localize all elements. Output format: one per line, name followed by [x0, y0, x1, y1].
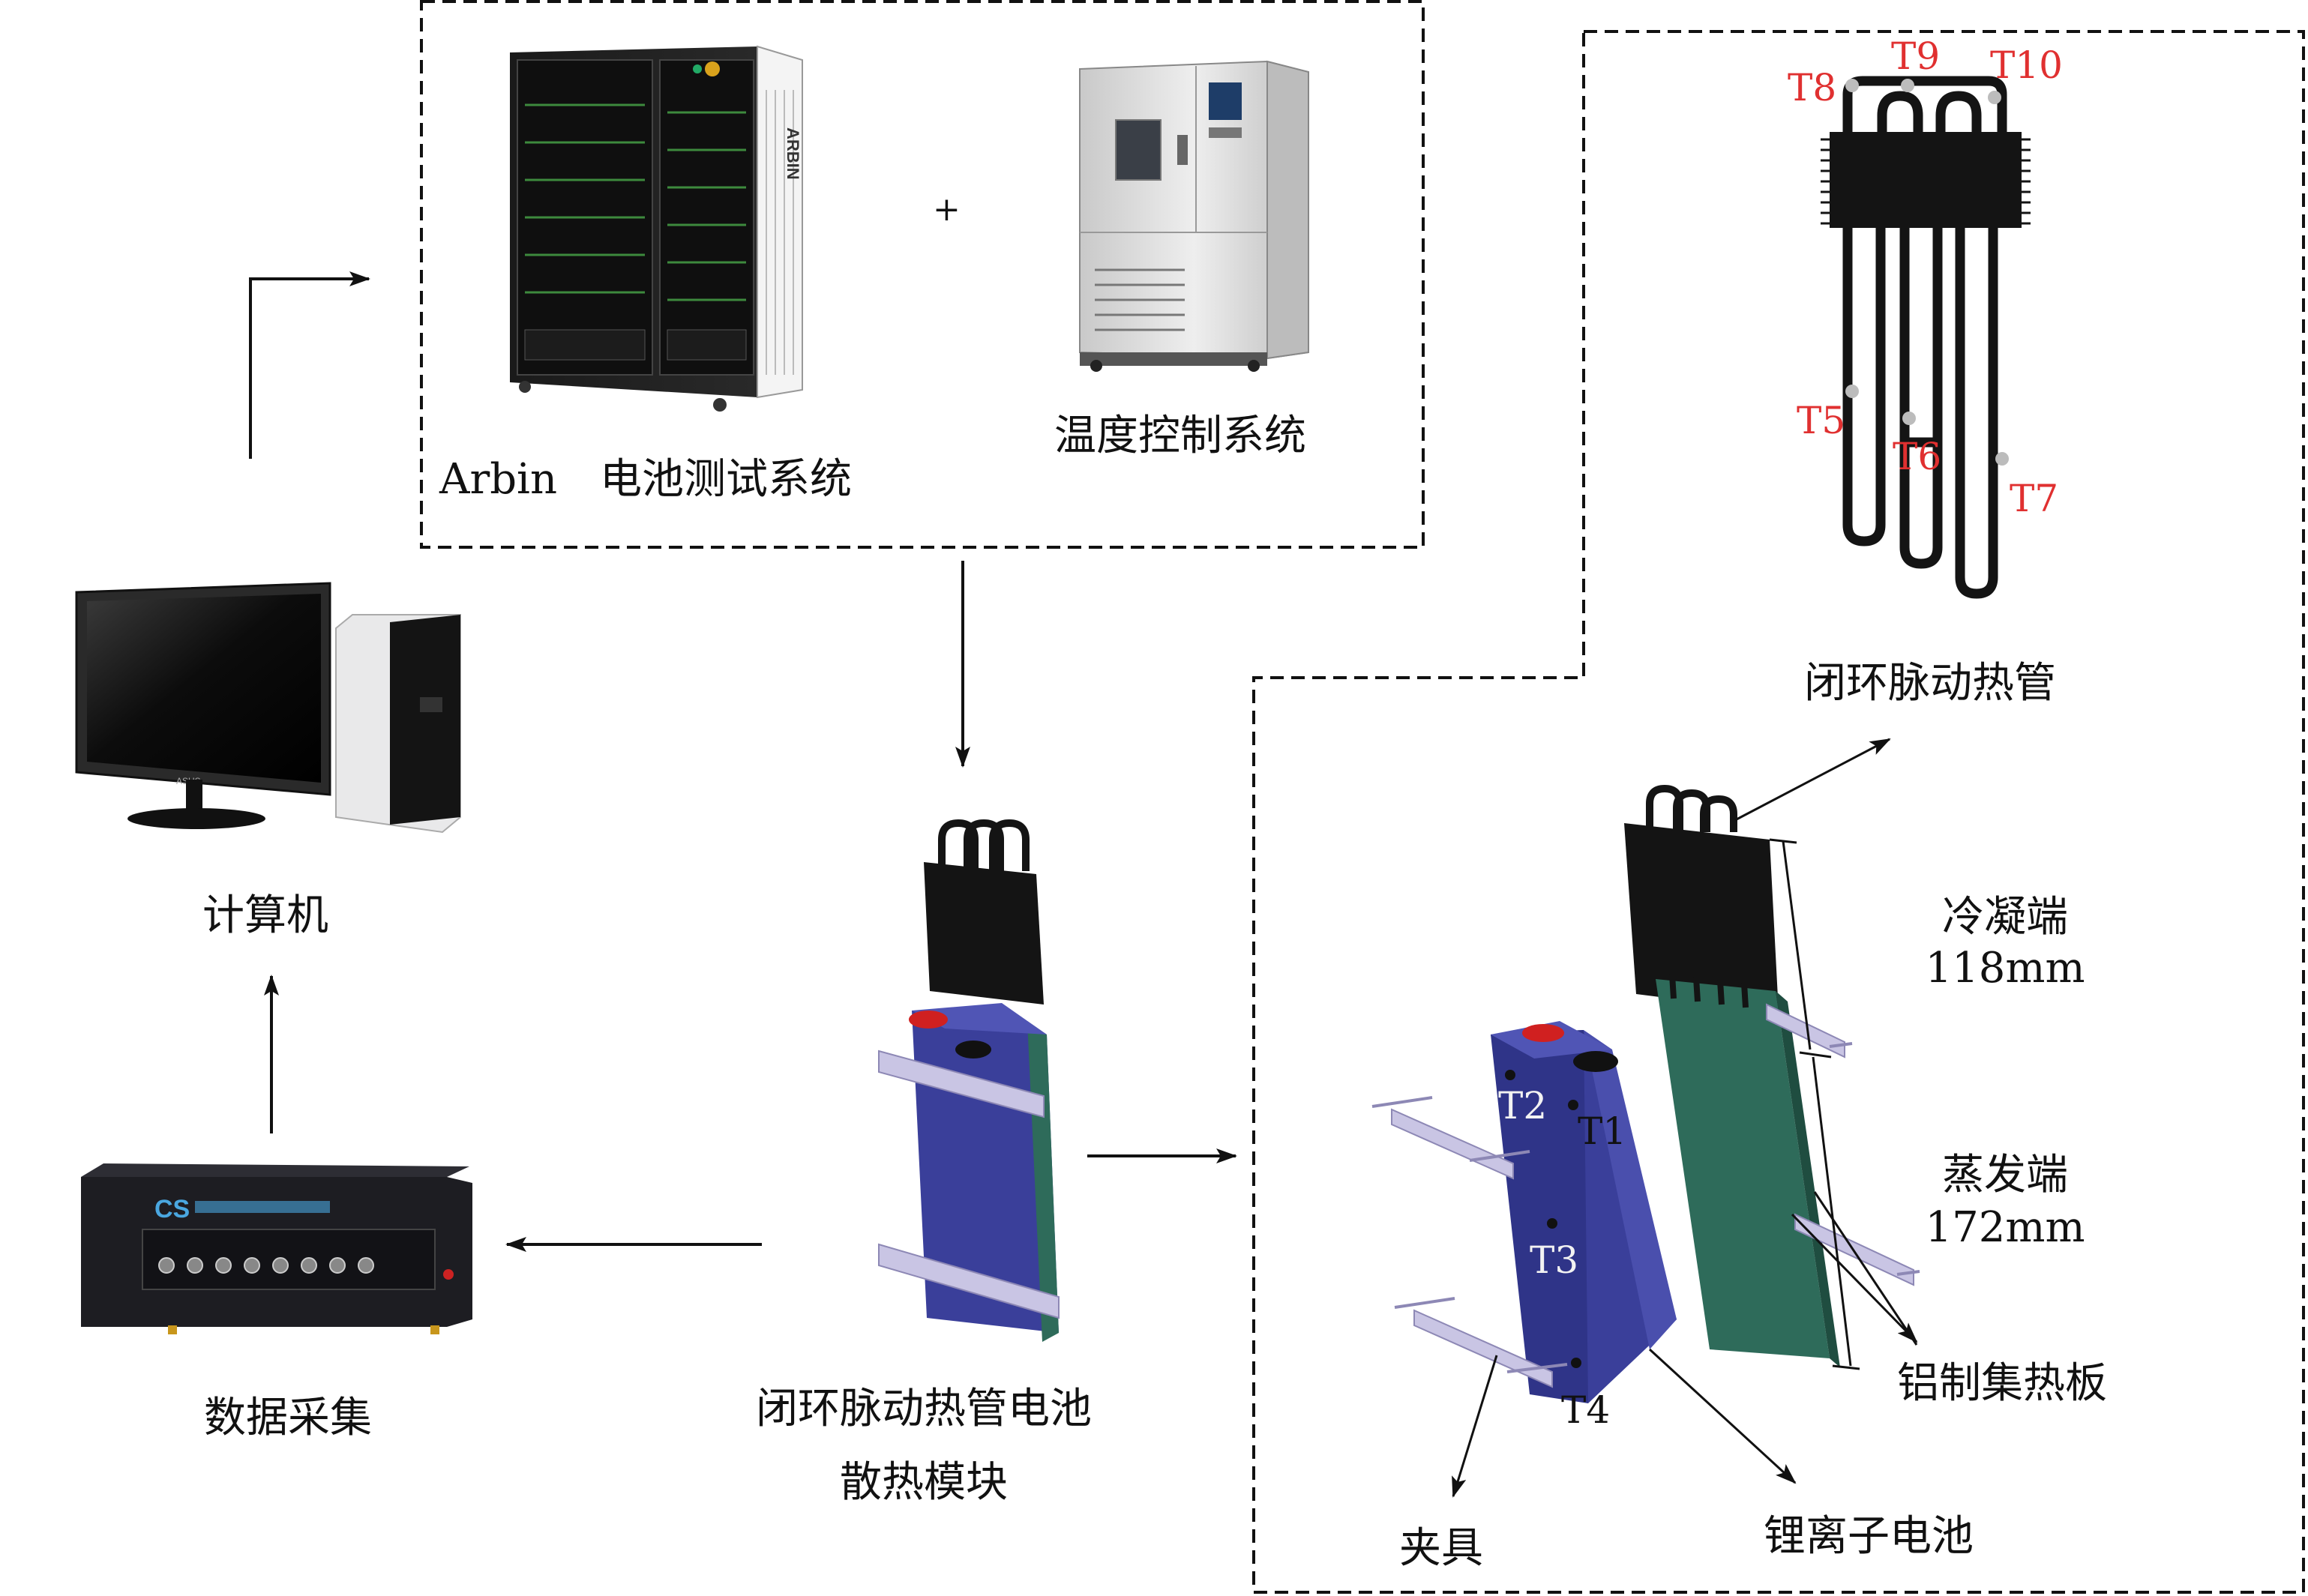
module-image — [878, 819, 1060, 1342]
module-label-line2: 散热模块 — [840, 1458, 1008, 1507]
t10-point — [1988, 91, 2001, 104]
daq-device-image: CS — [81, 1163, 472, 1334]
data-acquisition-label: 数据采集 — [204, 1394, 372, 1442]
t8-label: T8 — [1788, 66, 1837, 109]
t2-label: T2 — [1498, 1084, 1548, 1127]
detail-dashed-border — [1252, 30, 2305, 1594]
daq-brand-text: CS — [154, 1195, 190, 1223]
exploded-view — [1371, 738, 1920, 1498]
t3-label: T3 — [1530, 1238, 1579, 1282]
temperature-chamber-image — [1079, 60, 1309, 372]
t7-point — [1995, 452, 2009, 466]
leader-plate2 — [1813, 1191, 1918, 1346]
arrow-computer-to-test — [249, 271, 370, 459]
t6-point — [1902, 412, 1916, 425]
t9-label: T9 — [1891, 34, 1941, 78]
temperature-control-label: 温度控制系统 — [1054, 412, 1306, 460]
leader-battery — [1648, 1348, 1797, 1484]
plus-sign: + — [933, 190, 961, 229]
condenser-label-line1: 冷凝端 — [1942, 893, 2068, 942]
t9-point — [1901, 79, 1914, 92]
module-label-line1: 闭环脉动热管电池 — [756, 1385, 1092, 1433]
battery-test-system-label: 电池测试系统 — [600, 455, 852, 504]
computer-image: ASUS — [75, 582, 461, 834]
t1-label: T1 — [1578, 1109, 1627, 1153]
arbin-label: Arbin — [439, 455, 558, 504]
test-system-dashed-box — [420, 0, 1425, 549]
t8-point — [1845, 79, 1859, 92]
aluminum-plate-label: 铝制集热板 — [1897, 1359, 2107, 1408]
condenser-label-line2: 118mm — [1925, 944, 2085, 993]
t4-label: T4 — [1561, 1388, 1611, 1432]
evaporator-label-line1: 蒸发端 — [1942, 1151, 2068, 1199]
t6-label: T6 — [1893, 435, 1942, 478]
computer-label: 计算机 — [202, 891, 328, 940]
t10-label: T10 — [1990, 43, 2063, 87]
li-ion-battery-label: 锂离子电池 — [1764, 1512, 1974, 1561]
t5-label: T5 — [1797, 399, 1846, 442]
t7-label: T7 — [2010, 477, 2059, 520]
leader-fixture — [1452, 1355, 1498, 1498]
leader-plate — [1791, 1213, 1918, 1343]
fixture-label: 夹具 — [1399, 1524, 1483, 1573]
cabinet-brand-text: ARBIN — [784, 127, 802, 180]
clhp-diagram — [1821, 76, 2031, 599]
arbin-cabinet-image: ARBIN — [510, 45, 803, 412]
t5-point — [1845, 385, 1859, 398]
leader-clhp — [1734, 738, 1891, 822]
clhp-label: 闭环脉动热管 — [1804, 659, 2056, 708]
evaporator-label-line2: 172mm — [1925, 1203, 2085, 1252]
